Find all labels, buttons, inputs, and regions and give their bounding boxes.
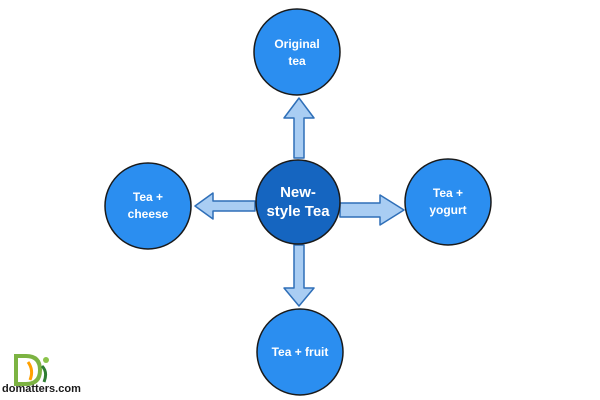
arrow-up (283, 97, 315, 159)
node-new-style-tea (255, 159, 341, 245)
node-tea-fruit (256, 308, 344, 396)
node-original-tea (253, 8, 341, 96)
node-tea-yogurt (404, 158, 492, 246)
node-tea-yogurt-label-2: yogurt (429, 203, 466, 217)
node-original-tea-label-1: Original (274, 37, 319, 51)
arrow-right (339, 194, 405, 226)
node-tea-cheese (104, 162, 192, 250)
arrow-left (194, 192, 256, 220)
node-tea-cheese-label-2: cheese (128, 207, 169, 221)
node-tea-fruit-label: Tea + fruit (272, 345, 329, 359)
node-tea-cheese-label-1: Tea + (133, 190, 163, 204)
domatters-logo-icon (14, 354, 49, 386)
watermark-text: domatters.com (2, 383, 81, 395)
node-tea-yogurt-label-1: Tea + (433, 186, 463, 200)
node-original-tea-label-2: tea (288, 54, 306, 68)
node-new-style-tea-label-1: New- (280, 184, 316, 201)
node-new-style-tea-label-2: style Tea (266, 203, 330, 220)
arrow-down (283, 244, 315, 307)
